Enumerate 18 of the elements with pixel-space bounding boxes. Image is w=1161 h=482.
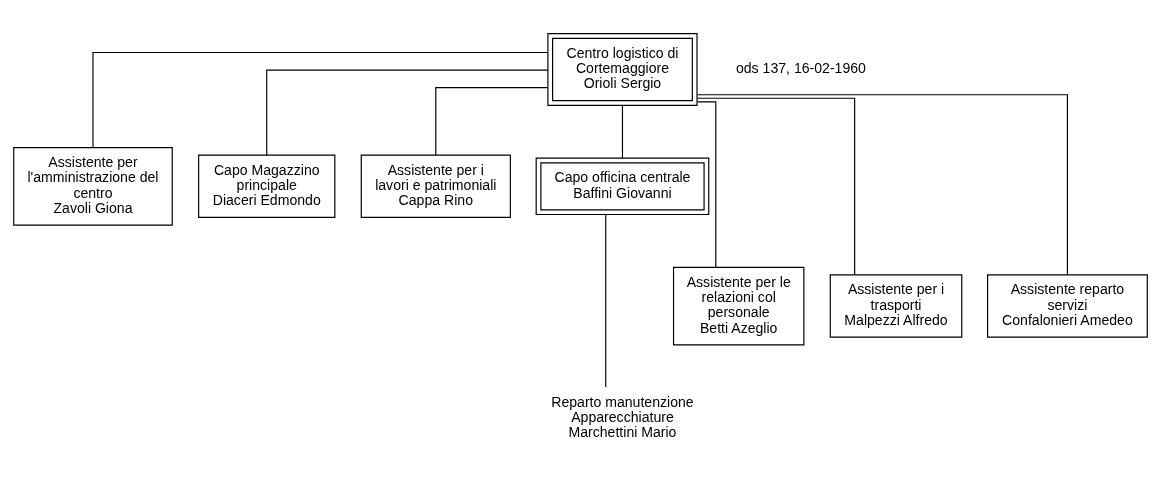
node-box: Capo officina centrale Baffini Giovanni — [535, 157, 710, 215]
connector — [696, 100, 717, 268]
node-box: Assistente per le relazioni col personale Betti Azeglio — [672, 266, 805, 345]
connector — [696, 97, 856, 275]
connector — [92, 51, 549, 148]
node-box: Assistente reparto servizi Confalonieri Amedeo — [987, 273, 1148, 338]
connector — [696, 93, 1068, 275]
connector — [266, 69, 549, 156]
node-box: Capo Magazzino principale Diaceri Edmondo — [198, 154, 336, 218]
node-box: Assistente per i lavori e patrimoniali Cappa Rino — [360, 154, 511, 218]
node-box: Assistente per l'amministrazione del centro Zavoli Giona — [13, 146, 173, 226]
label: ods 137, 16-02-1960 — [735, 59, 866, 76]
node-box: Assistente per i trasporti Malpezzi Alfredo — [829, 273, 963, 338]
node-box: Centro logistico di Cortemaggiore Orioli Sergio — [547, 32, 698, 106]
node-text: Reparto manutenzione Apparecchiature Marchettini Mario — [551, 393, 694, 440]
connector — [605, 213, 607, 388]
connector — [621, 104, 624, 159]
connector — [435, 86, 549, 156]
